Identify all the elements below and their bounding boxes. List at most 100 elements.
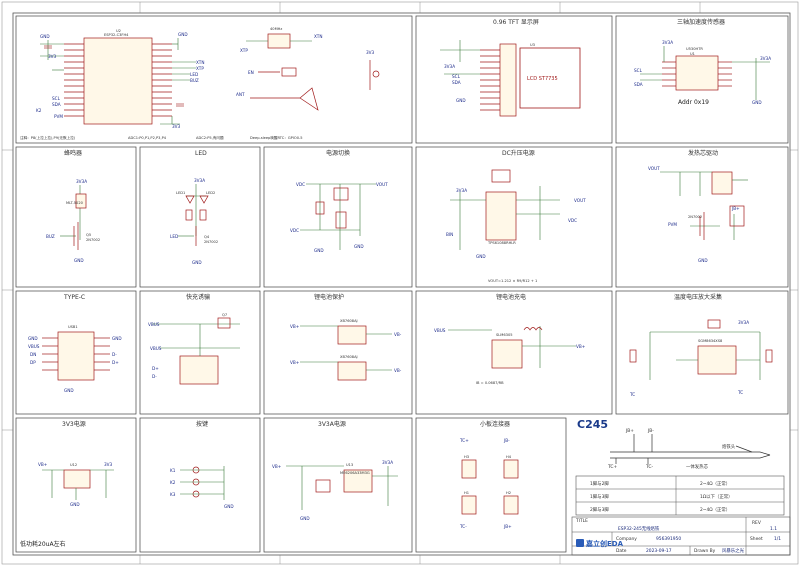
svg-text:GND: GND xyxy=(70,502,80,507)
svg-text:GND: GND xyxy=(476,254,486,259)
svg-text:JB+: JB+ xyxy=(503,524,512,529)
svg-text:SDA: SDA xyxy=(452,80,461,85)
svg-text:3V3A: 3V3A xyxy=(456,188,467,193)
typec-ref: USB1 xyxy=(68,325,78,329)
resistance-table: 1脚与2脚 2~4Ω（正常） 1脚与3脚 1Ω以下（正常） 2脚与3脚 2~4Ω… xyxy=(575,475,785,516)
svg-text:D+: D+ xyxy=(152,366,159,371)
svg-text:GND: GND xyxy=(354,244,364,249)
svg-text:3V3A: 3V3A xyxy=(760,56,771,61)
drawn-label: Drawn By xyxy=(694,548,716,554)
batprot-ic2: XB7608AJ xyxy=(340,355,358,359)
panel-fastchg: 快充诱骗 VBUS Q7 VBUS D+D- xyxy=(139,290,261,415)
svg-text:VB+: VB+ xyxy=(290,360,300,365)
company-value: 956391950 xyxy=(656,536,681,542)
date-label: Date xyxy=(616,548,627,554)
svg-text:GND: GND xyxy=(112,336,122,341)
svg-text:SCL: SCL xyxy=(452,74,461,79)
buzzer-q: Q5 xyxy=(86,233,91,237)
heater-code: C245 xyxy=(577,418,608,431)
svg-text:XTP: XTP xyxy=(240,48,248,53)
svg-text:VB+: VB+ xyxy=(272,464,282,469)
tft-title: 0.96 TFT 显示屏 xyxy=(493,19,539,26)
svg-text:LED: LED xyxy=(190,72,198,77)
svg-text:VB-: VB- xyxy=(394,368,402,373)
svg-text:GND: GND xyxy=(314,248,324,253)
buzzer-q-part: 2N7002 xyxy=(86,238,100,242)
key1-ref: K1 xyxy=(170,468,176,473)
esp32-ic xyxy=(83,37,153,125)
svg-text:XTP: XTP xyxy=(196,66,204,71)
heater-jb-minus: JB- xyxy=(647,428,654,434)
drawn-value: 风暴乐之光 xyxy=(722,547,745,554)
svg-text:TC+: TC+ xyxy=(459,438,469,443)
buzzer-part: MLT-5020 xyxy=(66,201,84,205)
fastchg-vbus: VBUS xyxy=(148,322,160,327)
batprot-ic1: XB7608AJ xyxy=(340,319,358,323)
panel-pwrsw: 电源切换 VDC VOUT VDC GND GND xyxy=(263,146,413,288)
svg-text:GND: GND xyxy=(456,98,466,103)
svg-text:PVM: PVM xyxy=(54,114,63,119)
svg-text:GND: GND xyxy=(192,260,202,265)
tft-ic-ref: U3 xyxy=(530,43,535,47)
sheet-value: 1/1 xyxy=(774,536,781,542)
mcu-ic-part: ESP32-C3FH4 xyxy=(104,33,129,37)
svg-text:VDC: VDC xyxy=(290,228,299,233)
conn-h4: H4 xyxy=(506,455,512,459)
svg-text:K2: K2 xyxy=(36,108,42,113)
title-value: ESP32-245无线烙铁 xyxy=(618,525,660,532)
svg-text:XTN: XTN xyxy=(196,60,205,65)
svg-text:3V3: 3V3 xyxy=(172,124,181,129)
svg-text:D+: D+ xyxy=(112,360,119,365)
svg-text:JB-: JB- xyxy=(503,438,510,443)
svg-text:BIN: BIN xyxy=(446,232,453,237)
svg-text:3V3A: 3V3A xyxy=(662,40,673,45)
svg-text:GND: GND xyxy=(178,32,188,37)
fastchg-title: 快充诱骗 xyxy=(186,293,210,301)
panel-keys: 按键 K1 K2 K3 GND xyxy=(139,417,261,553)
key2-ref: K2 xyxy=(170,480,176,485)
ldo-note: 低功耗20uA左右 xyxy=(20,540,66,548)
svg-text:ANT: ANT xyxy=(236,92,245,97)
mcu-note-mid2: ADC2:P5,有问题 xyxy=(196,135,224,140)
svg-text:BUZ: BUZ xyxy=(190,78,199,83)
temp-ic: SGM8634XS8 xyxy=(698,339,723,343)
led-q: Q4 xyxy=(204,235,210,239)
buzzer-title: 蜂鸣器 xyxy=(64,149,82,157)
keys-title: 按键 xyxy=(196,420,208,428)
panel-batprot: 锂电池保护 XB7608AJ XB7608AJ VB+VB+ VB-VB- xyxy=(263,290,413,415)
svg-text:3V3A: 3V3A xyxy=(382,460,393,465)
led1-ref: LED1 xyxy=(176,191,185,195)
batchg-ic: SLM6305 xyxy=(496,333,513,337)
company-label: Company xyxy=(616,536,637,542)
svg-text:VB+: VB+ xyxy=(38,462,48,467)
table-row-1-value: 2~4Ω（正常） xyxy=(700,480,730,487)
brand-logo: 嘉立创EDA xyxy=(576,539,624,548)
title-block: TITLE ESP32-245无线烙铁 REV 1.1 Company 9563… xyxy=(571,516,791,556)
svg-text:3V3A: 3V3A xyxy=(194,178,205,183)
pwrsw-vin: VDC xyxy=(296,182,305,187)
svg-text:VBUS: VBUS xyxy=(434,328,446,333)
ldo-title: 3V3电源 xyxy=(62,420,86,428)
accel-part: U530HTR xyxy=(686,47,703,51)
svg-text:VBUS: VBUS xyxy=(150,346,162,351)
svg-text:PVM: PVM xyxy=(668,222,677,227)
heat-out: JB+ xyxy=(731,206,740,211)
svg-text:VDC: VDC xyxy=(568,218,577,223)
svg-text:GND: GND xyxy=(300,516,310,521)
svg-text:3V3A: 3V3A xyxy=(76,179,87,184)
date-value: 2023-09-17 xyxy=(646,548,672,554)
pwrsw-vout: VOUT xyxy=(376,182,388,187)
led-net: LED xyxy=(170,234,178,239)
temp-title: 温度电压放大采集 xyxy=(674,293,722,301)
dcdc-title: DC升压电源 xyxy=(502,149,535,157)
mcu-note-left: 注释：P8(上拉上拉),P9(无默上拉) xyxy=(20,135,76,140)
svg-text:XTN: XTN xyxy=(314,34,323,39)
pwrsw-title: 电源切换 xyxy=(326,149,350,157)
table-row-1-pins: 1脚与2脚 xyxy=(590,480,609,487)
svg-text:SCL: SCL xyxy=(52,96,61,101)
